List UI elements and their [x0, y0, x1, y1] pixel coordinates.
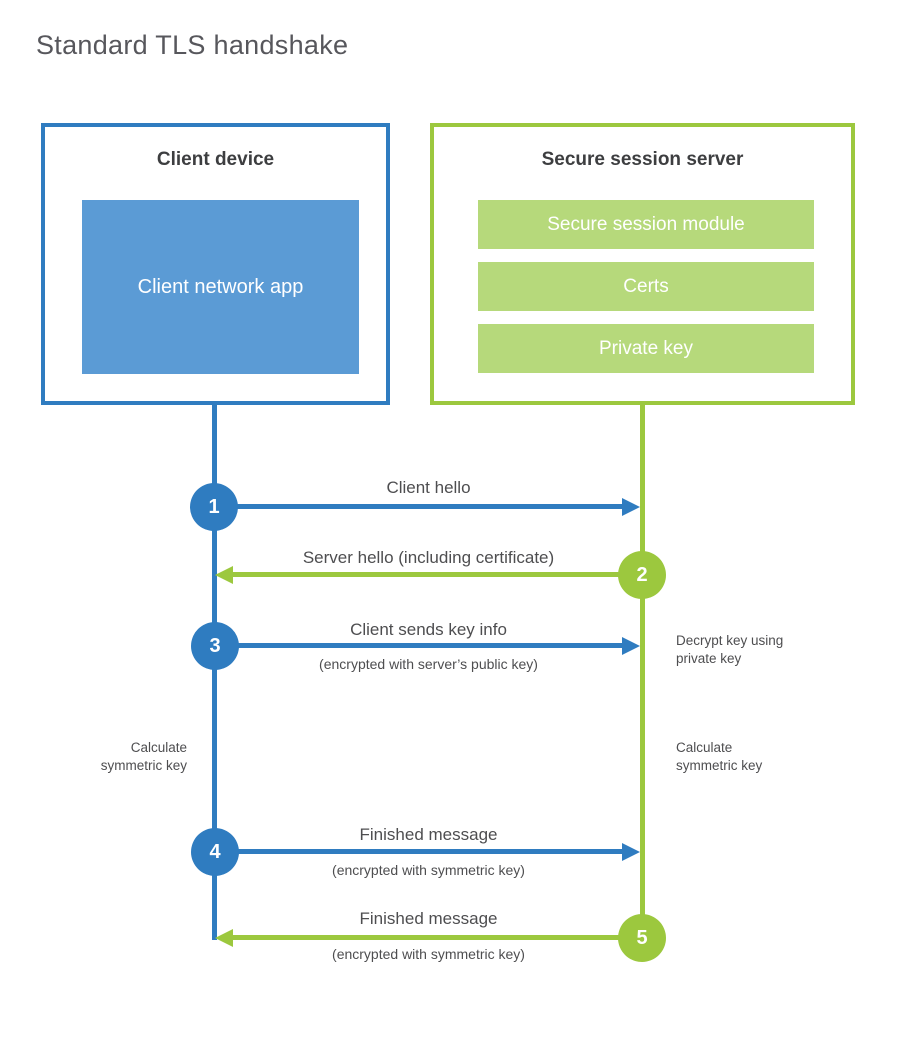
step3-circle: 3 [191, 622, 239, 670]
arrow-step5-line [233, 935, 642, 940]
arrow-step4-head-right-icon [622, 843, 640, 861]
step2-label: Server hello (including certificate) [302, 548, 555, 567]
step3-sublabel: (encrypted with server’s public key) [319, 656, 538, 672]
note-calculate-symmetric-key-server: Calculate symmetric key [676, 740, 763, 773]
arrow-step1-head-right-icon [622, 498, 640, 516]
client-device-title: Client device [156, 149, 275, 170]
server-module-private-key: Private key [478, 324, 814, 373]
secure-session-server-box: Secure session server Secure session mod… [430, 123, 855, 405]
step4-sublabel: (encrypted with symmetric key) [332, 862, 525, 878]
step5-sublabel: (encrypted with symmetric key) [332, 946, 525, 962]
client-lifeline [212, 405, 217, 940]
client-network-app-rect: Client network app [82, 200, 359, 374]
server-lifeline [640, 405, 645, 938]
arrow-step3-head-right-icon [622, 637, 640, 655]
step3-label: Client sends key info [350, 620, 507, 639]
server-modules-list: Secure session module Certs Private key [478, 200, 814, 386]
client-device-box: Client device Client network app [41, 123, 390, 405]
note-calculate-symmetric-key-client: Calculate symmetric key [100, 740, 187, 773]
page-title: Standard TLS handshake [36, 30, 349, 60]
arrow-step1-line [214, 504, 622, 509]
step4-circle: 4 [191, 828, 239, 876]
arrow-step5-head-left-icon [215, 929, 233, 947]
step1-label: Client hello [386, 478, 471, 497]
server-module-certs: Certs [478, 262, 814, 311]
arrow-step3-line [215, 643, 622, 648]
server-module-secure-session: Secure session module [478, 200, 814, 249]
step5-circle: 5 [618, 914, 666, 962]
secure-session-server-title: Secure session server [541, 149, 744, 170]
step5-label: Finished message [359, 909, 498, 928]
step4-label: Finished message [359, 825, 498, 844]
arrow-step2-head-left-icon [215, 566, 233, 584]
arrow-step4-line [215, 849, 622, 854]
arrow-step2-line [233, 572, 642, 577]
step1-circle: 1 [190, 483, 238, 531]
step2-circle: 2 [618, 551, 666, 599]
note-decrypt-key: Decrypt key using private key [676, 633, 784, 666]
